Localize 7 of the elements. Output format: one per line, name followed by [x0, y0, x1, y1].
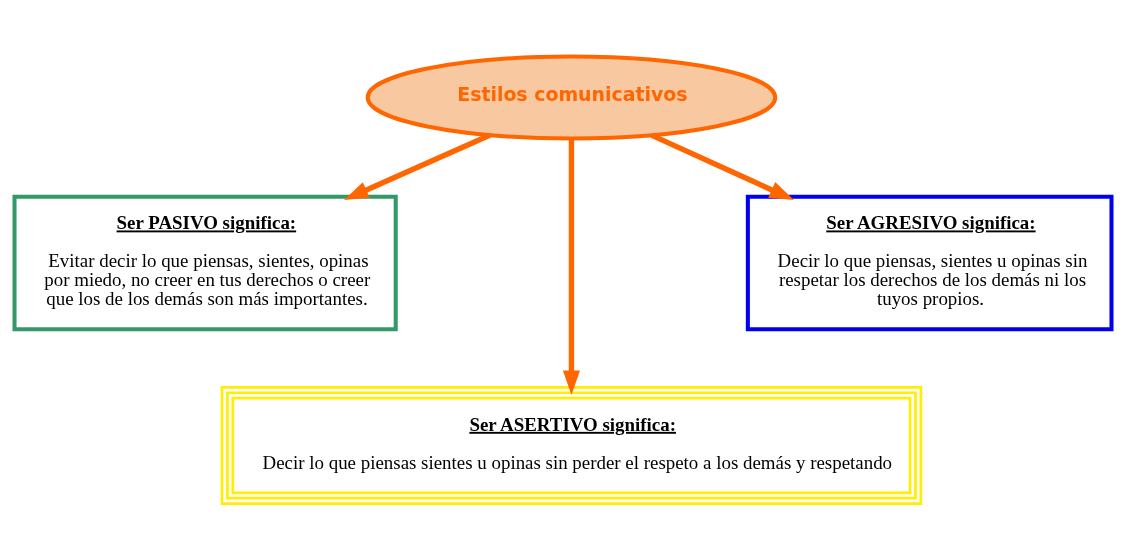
node-box: Ser AGRESIVO significa: Decir lo que piensas, sientes u opinas sin respetar los derechos de los demás ni los tuyos propios.: [745, 194, 1114, 331]
arrow: [343, 132, 491, 200]
node-ellipse: Estilos comunicativos: [365, 54, 778, 140]
node-box: Ser PASIVO significa: Evitar decir lo que piensas, sientes, opinas por miedo, no creer en tus derechos o creer que los de los demás son más importantes.: [12, 194, 398, 331]
arrow: [562, 138, 580, 395]
node-box: Ser ASERTIVO significa: Decir lo que piensas sientes u opinas sin perder el respeto a los demás y respetando: [220, 385, 923, 505]
arrow: [650, 132, 794, 200]
